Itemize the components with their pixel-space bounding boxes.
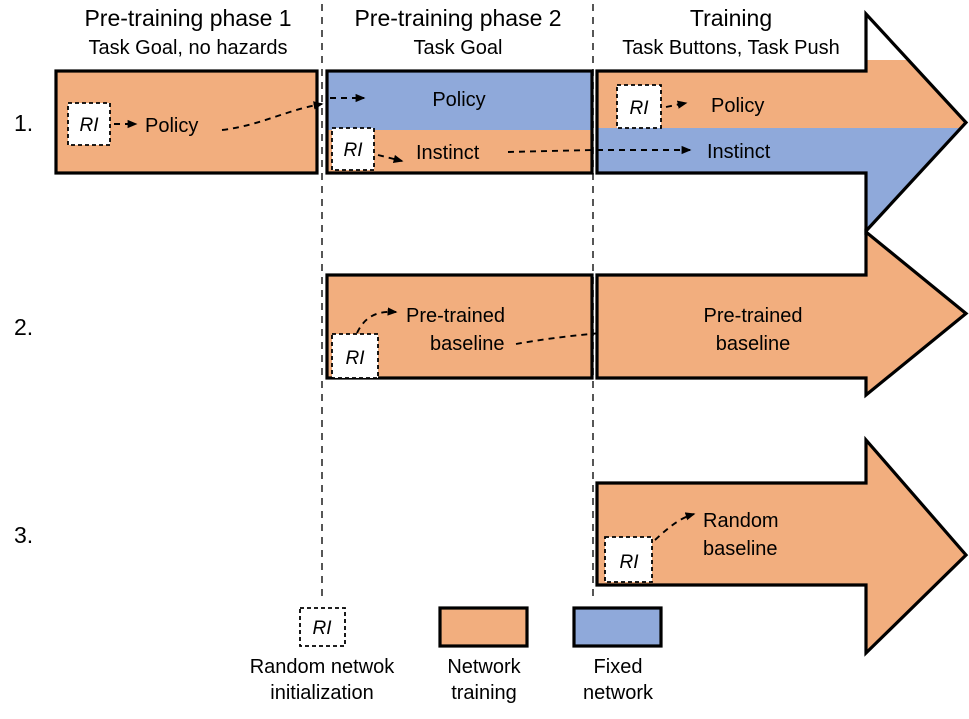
ri-label-row2-phase2: RI — [346, 348, 366, 369]
row1-phase2-outline — [325, 69, 594, 175]
ri-box-row1-training — [616, 84, 662, 129]
legend-item-random-init: RI Random netwok initialization — [250, 607, 396, 704]
node-label-row2-training-line1: Pre-trained — [704, 305, 803, 327]
arrow-transfer-instinct-p2-to-training — [507, 149, 594, 153]
ri-box-row1-phase2 — [331, 127, 375, 171]
legend: RI Random netwok initialization Network … — [250, 606, 663, 704]
legend-ri-box-swatch — [299, 607, 346, 647]
legend-fixed-network-line2: network — [583, 682, 654, 704]
row-1: RI Policy Policy RI Instinct — [54, 9, 969, 236]
legend-item-network-training: Network training — [438, 606, 529, 704]
header-training-subtitle: Task Buttons, Task Push — [622, 37, 840, 59]
node-label-row1-phase1-policy: Policy — [145, 115, 198, 137]
arrow-ri-to-instinct-row1-phase2 — [377, 154, 404, 163]
arrow-ri-to-pretrained-row2-phase2 — [356, 307, 398, 334]
row1-phase1-outline — [54, 69, 319, 175]
header-training-title: Training — [690, 5, 772, 31]
row2-training-arrow-outline — [595, 228, 969, 399]
row1-phase2-fill-fixed — [327, 71, 592, 130]
legend-fixed-network-line1: Fixed — [594, 656, 643, 678]
node-label-row1-training-policy: Policy — [711, 95, 764, 117]
ri-box-row3-training — [604, 536, 653, 583]
row3-training-arrow-outline — [595, 435, 969, 657]
ri-box-row2-phase2 — [331, 333, 379, 379]
ri-label-row1-phase1: RI — [80, 115, 100, 136]
legend-random-init-line2: initialization — [270, 682, 373, 704]
header-phase1-subtitle: Task Goal, no hazards — [89, 37, 288, 59]
ri-box-row1-phase1 — [67, 102, 111, 146]
node-label-row3-training-line1: Random — [703, 510, 779, 532]
row-number-2: 2. — [14, 314, 33, 340]
node-label-row1-training-instinct: Instinct — [707, 141, 771, 163]
row2-phase2-block: RI Pre-trained baseline — [325, 273, 678, 380]
arrow-ri-to-policy-row1-training — [665, 100, 688, 109]
node-label-row2-phase2-line2: baseline — [430, 333, 505, 355]
legend-ri-token: RI — [313, 618, 333, 639]
row-number-1: 1. — [14, 110, 33, 136]
ri-label-row1-phase2: RI — [344, 140, 364, 161]
legend-swatch-network-training — [438, 606, 529, 648]
node-label-row1-phase2-policy: Policy — [432, 89, 485, 111]
legend-random-init-line1: Random netwok — [250, 656, 396, 678]
node-label-row2-training-line2: baseline — [716, 333, 791, 355]
arrow-transfer-pretrained-p2-to-training — [515, 325, 678, 345]
arrow-transfer-policy-p1-to-p2 — [221, 101, 324, 131]
arrow-ri-to-random-row3-training — [654, 512, 696, 541]
header-phase2-subtitle: Task Goal — [414, 37, 503, 59]
legend-network-training-line1: Network — [447, 656, 521, 678]
ri-label-row1-training: RI — [630, 98, 650, 119]
header-phase1-title: Pre-training phase 1 — [84, 5, 291, 31]
node-label-row2-phase2-line1: Pre-trained — [406, 305, 505, 327]
ri-label-row3-training: RI — [620, 552, 640, 573]
row2-phase2-outline — [325, 273, 594, 380]
node-label-row1-phase2-instinct: Instinct — [416, 142, 480, 164]
legend-swatch-fixed-network — [572, 606, 663, 648]
row1-phase2-block: Policy RI Instinct — [325, 69, 594, 175]
node-label-row3-training-line2: baseline — [703, 538, 778, 560]
row1-phase1-block: RI Policy — [54, 69, 324, 175]
header-phase2-title: Pre-training phase 2 — [354, 5, 561, 31]
row-number-3: 3. — [14, 522, 33, 548]
legend-network-training-line2: training — [451, 682, 517, 704]
row1-training-arrow-outline — [595, 9, 969, 236]
legend-item-fixed-network: Fixed network — [572, 606, 663, 704]
